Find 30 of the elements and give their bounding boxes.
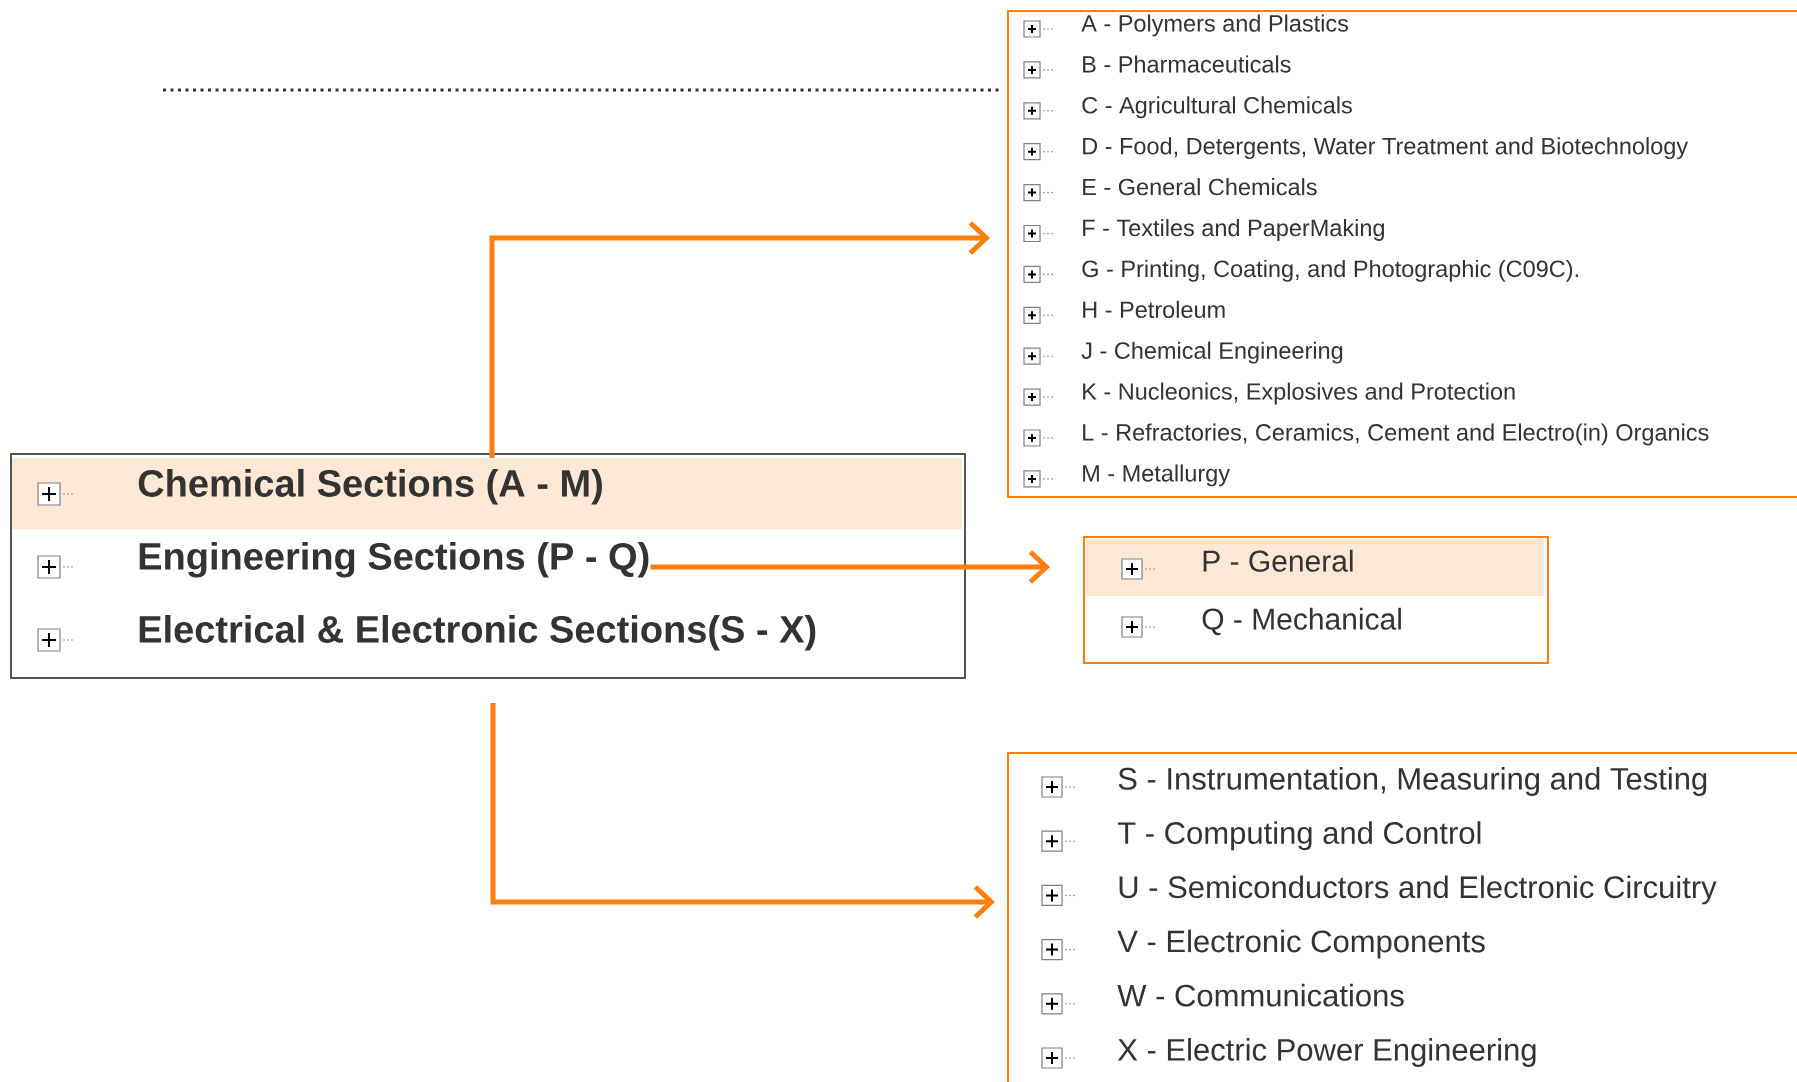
- list-item: C - Agricultural Chemicals: [1082, 96, 1352, 119]
- list-panel: [1083, 536, 1549, 664]
- list-item: K - Nucleonics, Explosives and Protection: [1083, 382, 1515, 405]
- list-item: S - Instrumentation, Measuring and Testing: [1118, 767, 1707, 796]
- list-item: Q - Mechanical: [1202, 607, 1401, 636]
- list-item: G - Printing, Coating, and Photographic (C09C).: [1082, 259, 1578, 282]
- list-panel: [10, 453, 966, 679]
- list-item: B - Pharmaceuticals: [1083, 55, 1291, 73]
- list-item: P - General: [1086, 539, 1544, 596]
- arrow: [490, 703, 995, 919]
- list-item: U - Semiconductors and Electronic Circuitry: [1119, 875, 1717, 905]
- list-item: Electrical & Electronic Sections(S - X): [139, 614, 816, 651]
- list-item: W - Communications: [1117, 983, 1404, 1007]
- list-item: E - General Chemicals: [1083, 178, 1317, 196]
- list-item: F - Textiles and PaperMaking: [1083, 219, 1384, 241]
- arrow: [489, 221, 990, 458]
- list-item: H - Petroleum: [1083, 300, 1225, 319]
- list-panel: [1007, 10, 1797, 498]
- list-item: A - Polymers and Plastics: [1081, 14, 1349, 37]
- list-item: X - Electric Power Engineering: [1117, 1038, 1536, 1067]
- list-item: Chemical Sections (A - M): [12, 458, 962, 529]
- list-item: J - Chemical Engineering: [1081, 341, 1343, 364]
- list-item: L - Refractories, Ceramics, Cement and Electro(in) Organics: [1083, 423, 1709, 446]
- list-item: M - Metallurgy: [1083, 464, 1230, 487]
- list-item: T - Computing and Control: [1117, 821, 1481, 851]
- list-item: Engineering Sections (P - Q): [139, 541, 649, 578]
- list-item: D - Food, Detergents, Water Treatment and Biotechnology: [1083, 137, 1688, 160]
- arrow: [650, 550, 1050, 584]
- list-panel: [1007, 752, 1797, 1082]
- list-item: V - Electronic Components: [1117, 929, 1485, 959]
